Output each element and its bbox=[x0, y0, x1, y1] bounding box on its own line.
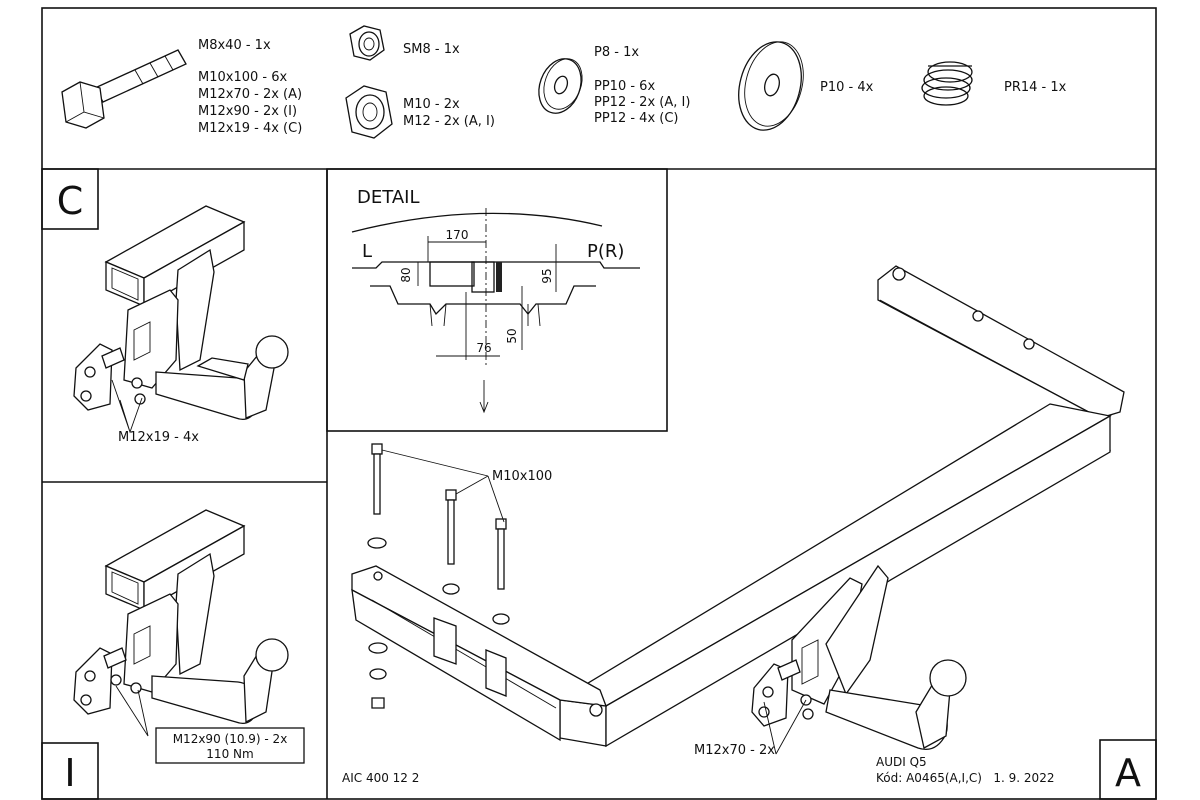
bolt-label-5: M12x19 - 4x (C) bbox=[198, 121, 302, 136]
panel-i-callout-2: 110 Nm bbox=[206, 747, 253, 761]
nut-large-label-1: M10 - 2x bbox=[403, 97, 460, 112]
dim-95: 95 bbox=[540, 268, 554, 283]
washer-large-label: P10 - 4x bbox=[820, 80, 874, 95]
spring-label: PR14 - 1x bbox=[1004, 80, 1067, 95]
washer-large-icon bbox=[738, 41, 804, 131]
detail-right-label: P(R) bbox=[587, 241, 624, 262]
panel-a-letter: A bbox=[1115, 751, 1141, 795]
bolt-label-4: M12x90 - 2x (I) bbox=[198, 104, 297, 119]
dim-76: 76 bbox=[476, 341, 491, 355]
torque-callout-box bbox=[155, 727, 305, 764]
callout-leader bbox=[115, 685, 149, 737]
bolt-label-3: M12x70 - 2x (A) bbox=[198, 87, 302, 102]
tow-bar-frame-drawing bbox=[351, 265, 1125, 751]
detail-panel: DETAIL L P(R) 170 80 95 50 76 bbox=[351, 187, 640, 414]
nut-small-icon bbox=[349, 25, 385, 61]
bolt-label-1: M8x40 - 1x bbox=[198, 38, 271, 53]
parts-list: M8x40 - 1x M10x100 - 6x M12x70 - 2x (A) … bbox=[61, 25, 1067, 139]
panel-i-letter: I bbox=[64, 751, 75, 795]
kod-line: Kód: A0465(A,I,C) 1. 9. 2022 bbox=[876, 771, 1054, 785]
washer-small-label-2: PP10 - 6x bbox=[594, 79, 655, 94]
drawing-frames bbox=[41, 7, 1157, 800]
callout-leader bbox=[381, 449, 505, 523]
dim-170: 170 bbox=[446, 228, 469, 242]
detail-title: DETAIL bbox=[357, 187, 419, 208]
panel-c-letter: C bbox=[57, 179, 84, 223]
dim-80: 80 bbox=[399, 267, 413, 282]
panel-c: C M12x19 - 4x bbox=[41, 168, 289, 445]
bolt-label-2: M10x100 - 6x bbox=[198, 70, 287, 85]
bolt-callout: M10x100 bbox=[492, 469, 552, 484]
vehicle-bracket-drawing bbox=[73, 205, 289, 421]
nut-large-label-2: M12 - 2x (A, I) bbox=[403, 114, 495, 129]
bottom-callout: M12x70 - 2x bbox=[694, 743, 775, 758]
callout-leader bbox=[763, 699, 807, 755]
hex-bolt-icon bbox=[61, 49, 187, 129]
callout-leader bbox=[111, 379, 143, 434]
washer-small-label-3: PP12 - 2x (A, I) bbox=[594, 95, 690, 110]
washer-small-label-4: PP12 - 4x (C) bbox=[594, 111, 679, 126]
detail-left-label: L bbox=[362, 241, 372, 262]
vehicle-bracket-drawing bbox=[73, 509, 289, 725]
bolt-stack-drawing bbox=[367, 443, 510, 709]
panel-i: I M12x90 (10.9) - 2x 110 Nm bbox=[41, 509, 305, 800]
nut-small-label: SM8 - 1x bbox=[403, 42, 460, 57]
vehicle-name: AUDI Q5 bbox=[876, 755, 927, 769]
panel-c-callout: M12x19 - 4x bbox=[118, 430, 199, 445]
spring-icon bbox=[921, 61, 973, 106]
panel-a: M10x100 M12x70 - 2x AIC 400 12 2 AUDI Q5… bbox=[342, 265, 1157, 800]
nut-large-icon bbox=[345, 85, 393, 139]
drawing-code: AIC 400 12 2 bbox=[342, 771, 419, 785]
washer-small-icon bbox=[538, 58, 583, 114]
dim-50: 50 bbox=[505, 328, 519, 343]
panel-i-callout-1: M12x90 (10.9) - 2x bbox=[173, 732, 288, 746]
washer-small-label-1: P8 - 1x bbox=[594, 45, 639, 60]
